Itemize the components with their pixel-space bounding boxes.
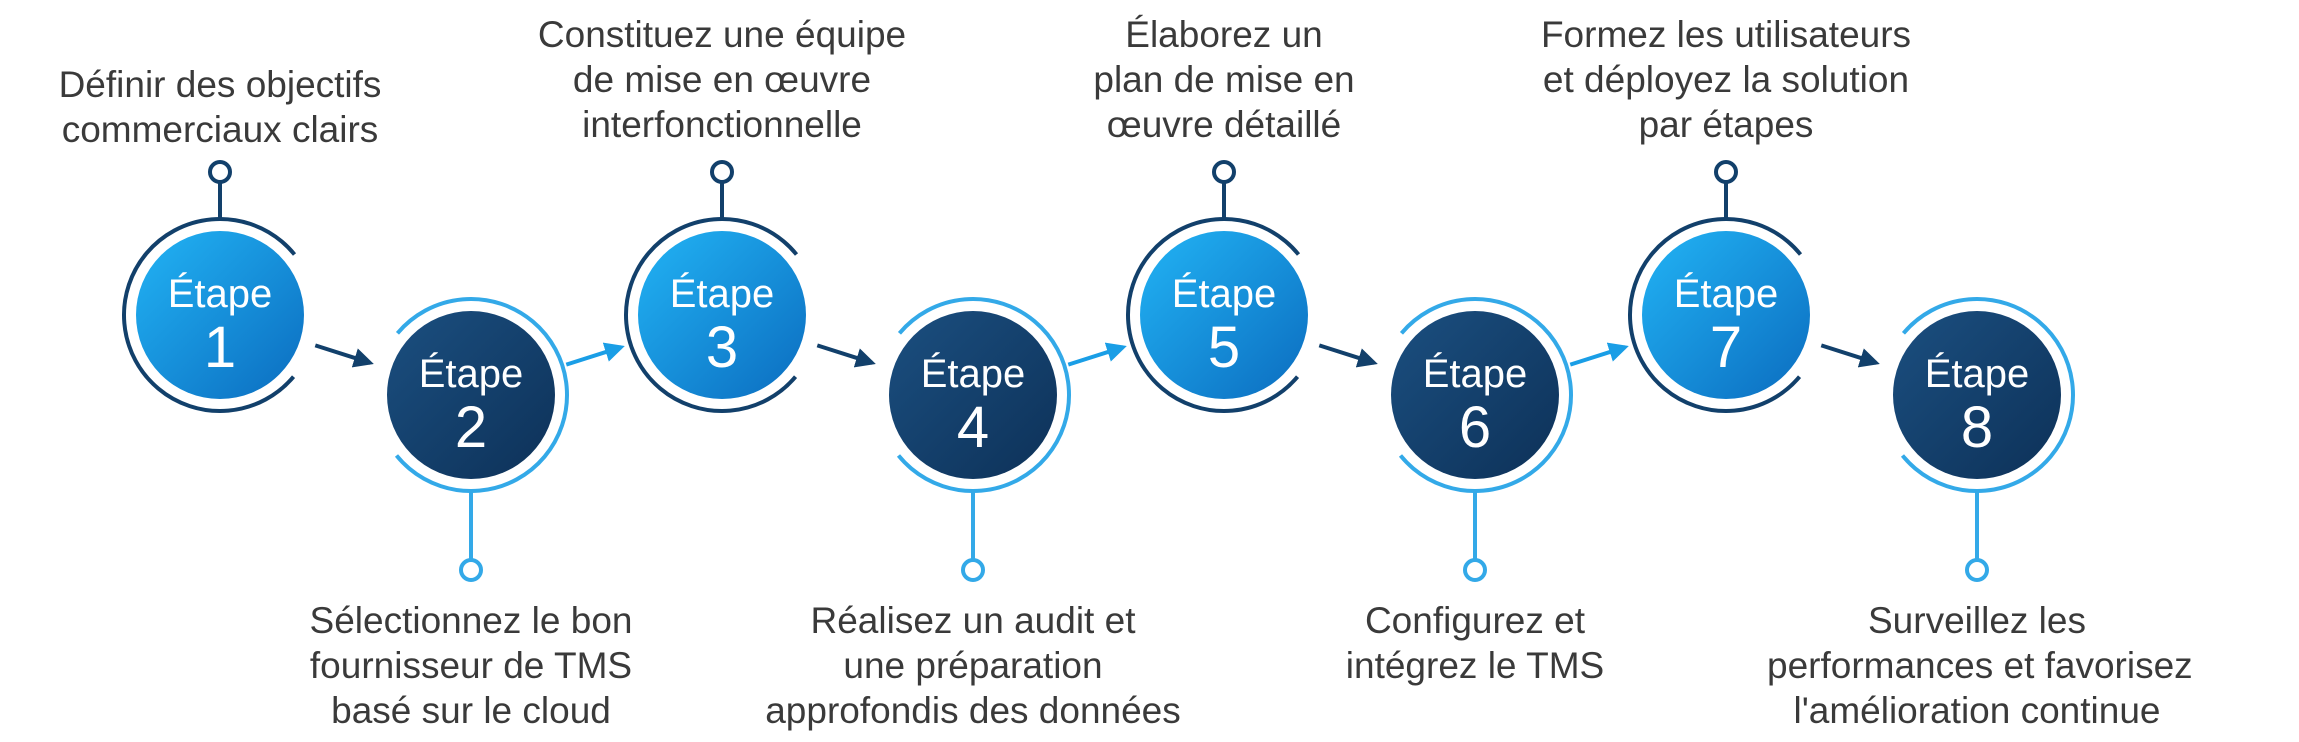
step-7-caption-line: et déployez la solution [1542, 59, 1910, 100]
step-7-ring [1628, 217, 1824, 413]
step-8-ring [1878, 297, 2075, 493]
step-2-number: 2 [455, 395, 487, 460]
step-2-stem-dot [459, 558, 483, 582]
step-4-ring [875, 297, 1071, 493]
arrow-connector-1-to-2 [314, 343, 374, 368]
step-1-stem-dot [208, 160, 232, 184]
step-8-caption-line: performances et favorisez [1767, 645, 2193, 686]
arrow-connector-3-to-4 [816, 343, 876, 368]
step-4-caption-line: approfondis des données [765, 690, 1181, 731]
step-5-caption-line: plan de mise en [1093, 59, 1355, 100]
step-8-number: 8 [1961, 395, 1993, 460]
step-1-number: 1 [204, 315, 236, 380]
step-6-label: Étape [1423, 351, 1528, 396]
step-4-label: Étape [921, 351, 1026, 396]
step-7-label: Étape [1674, 271, 1779, 316]
arrow-connector-5-to-6 [1318, 343, 1378, 368]
step-2-caption-line: fournisseur de TMS [309, 645, 633, 686]
step-8-stem-dot [1965, 558, 1989, 582]
arrow-connector-2-to-3 [565, 342, 625, 367]
step-2-label: Étape [419, 351, 524, 396]
step-6-stem-dot [1463, 558, 1487, 582]
step-4-caption-line: une préparation [843, 645, 1103, 686]
step-7-caption-line: Formez les utilisateurs [1540, 14, 1912, 55]
step-8-caption-line: Surveillez les [1868, 600, 2086, 641]
step-7-stem-dot [1714, 160, 1738, 184]
step-5-label: Étape [1172, 271, 1277, 316]
step-3-caption-line: Constituez une équipe [537, 14, 907, 55]
arrow-connector-7-to-8 [1820, 343, 1880, 368]
step-5-number: 5 [1208, 315, 1240, 380]
step-8-label: Étape [1925, 351, 2030, 396]
step-3-circle [638, 231, 806, 399]
step-8-caption-line: l'amélioration continue [1793, 690, 2161, 731]
step-6-caption-line: intégrez le TMS [1345, 645, 1605, 686]
step-5-caption-line: Élaborez un [1125, 14, 1323, 55]
step-4-stem-dot [961, 558, 985, 582]
step-5-stem-dot [1212, 160, 1236, 184]
step-1-circle [136, 231, 304, 399]
step-3-label: Étape [670, 271, 775, 316]
step-7-circle [1642, 231, 1810, 399]
step-8-circle [1893, 311, 2061, 479]
step-3-caption-line: de mise en œuvre [572, 59, 872, 100]
step-7-caption-line: par étapes [1638, 104, 1814, 145]
step-3-stem-dot [710, 160, 734, 184]
step-1-caption-line: commerciaux clairs [61, 109, 379, 150]
step-2-ring [373, 297, 569, 493]
step-3-ring [624, 217, 820, 413]
step-2-caption-line: basé sur le cloud [331, 690, 611, 731]
step-6-ring [1377, 297, 1573, 493]
step-2-circle [387, 311, 555, 479]
connector-layer [314, 342, 1880, 368]
step-4-number: 4 [957, 395, 989, 460]
step-6-circle [1391, 311, 1559, 479]
step-3-caption-line: interfonctionnelle [582, 104, 862, 145]
step-6-caption-line: Configurez et [1364, 600, 1586, 641]
step-4-circle [889, 311, 1057, 479]
step-1-ring [122, 217, 318, 413]
step-1-label: Étape [168, 271, 273, 316]
arrow-connector-4-to-5 [1067, 342, 1127, 367]
step-2-caption-line: Sélectionnez le bon [309, 600, 633, 641]
step-3-number: 3 [706, 315, 738, 380]
step-4-caption-line: Réalisez un audit et [810, 600, 1136, 641]
step-5-caption-line: œuvre détaillé [1106, 104, 1342, 145]
step-5-ring [1126, 217, 1322, 413]
step-6-number: 6 [1459, 395, 1491, 460]
step-7-number: 7 [1710, 315, 1742, 380]
step-5-circle [1140, 231, 1308, 399]
arrow-connector-6-to-7 [1569, 342, 1629, 367]
step-1-caption-line: Définir des objectifs [58, 64, 382, 105]
